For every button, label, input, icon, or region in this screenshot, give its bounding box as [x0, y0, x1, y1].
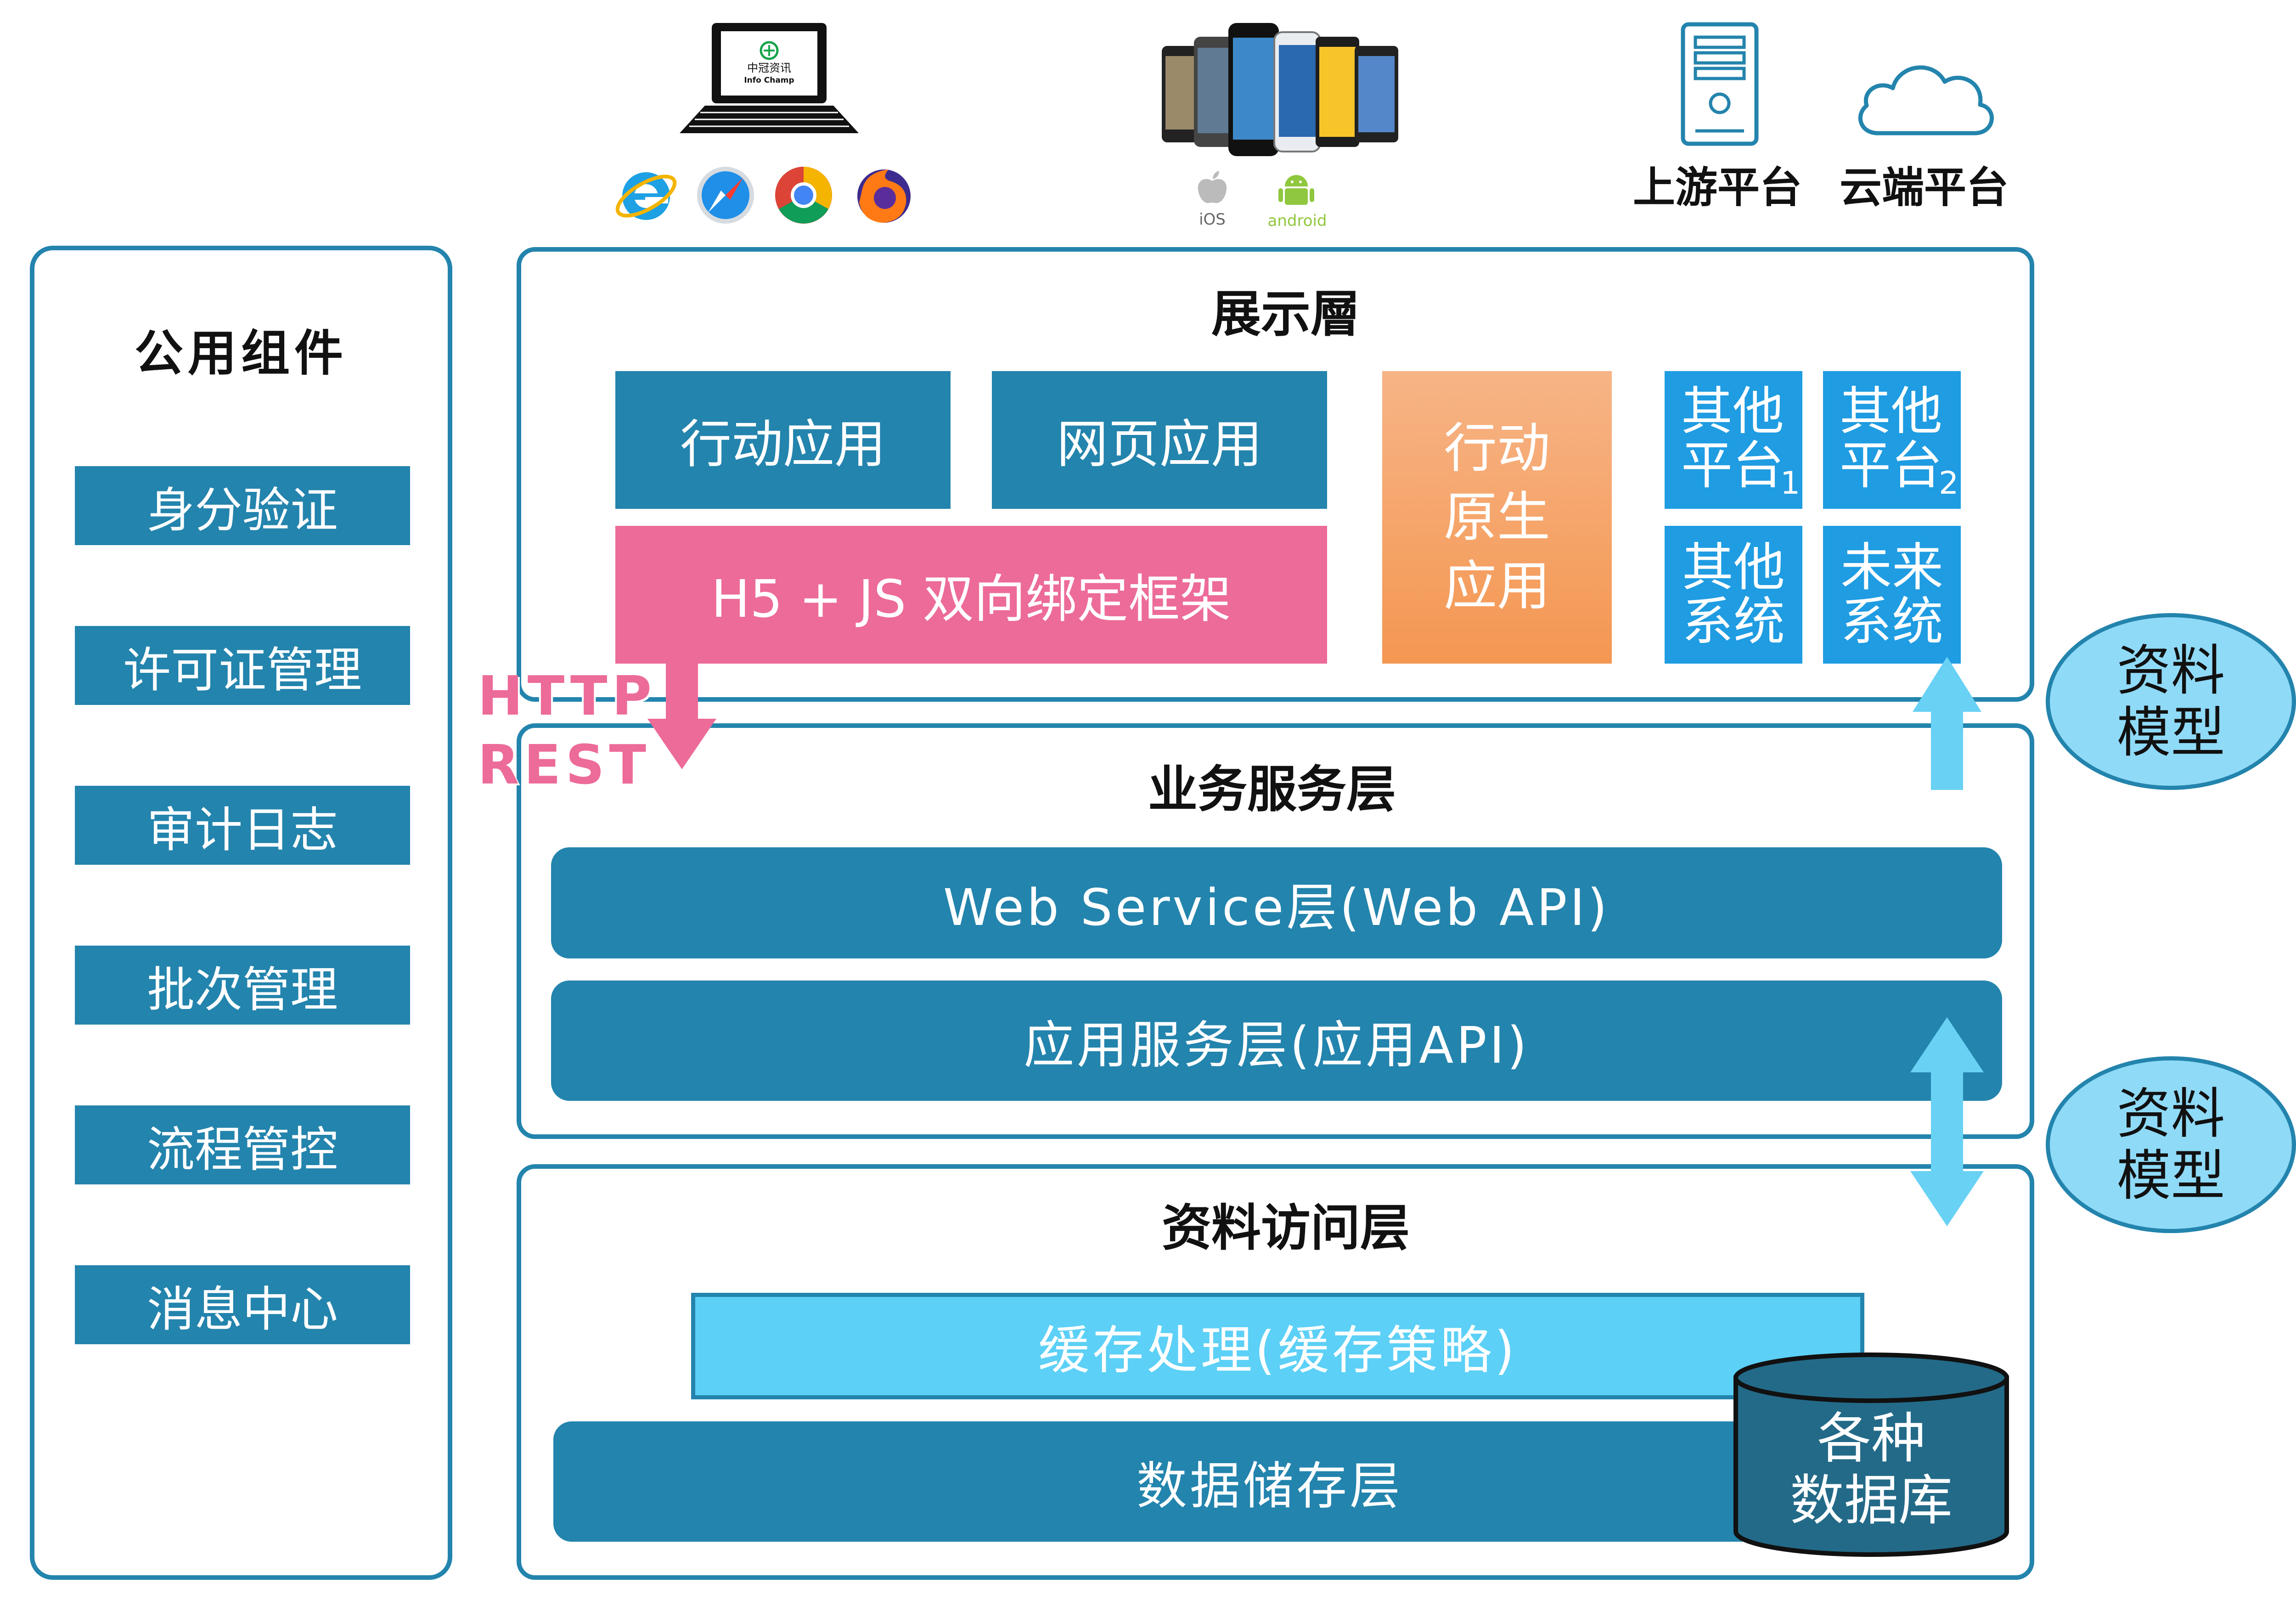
data-model-badge-2-line-2: 模型 [2116, 1144, 2225, 1207]
data-model-badge-2: 资料 模型 [2046, 1056, 2296, 1233]
message-center-item[interactable]: 消息中心 [75, 1265, 410, 1344]
http-down-arrow [647, 659, 716, 769]
database-label-line-2: 数据库 [1790, 1469, 1953, 1532]
data-access-layer-title: 资料访问层 [1161, 1200, 1410, 1257]
other-platform-2-subscript: 2 [1939, 465, 1959, 502]
database-label: 各种 数据库 [1731, 1401, 2011, 1538]
database-cylinder-icon: 各种 数据库 [1731, 1350, 2011, 1561]
android-icon [1276, 169, 1317, 210]
ie-browser-icon [613, 163, 677, 227]
future-system-box[interactable]: 未来 系统 [1823, 526, 1961, 664]
data-model-badge-2-line-1: 资料 [2116, 1082, 2225, 1145]
other-platform-1-line-2: 平台 [1681, 436, 1784, 496]
business-layer-title: 业务服务层 [1148, 761, 1396, 818]
chrome-browser-icon [771, 163, 836, 227]
protocol-label: HTTP REST [478, 661, 661, 808]
auth-item[interactable]: 身分验证 [75, 466, 410, 545]
other-platform-2-line-2: 平台 [1840, 436, 1942, 496]
protocol-line-1: HTTP [478, 664, 656, 727]
upstream-platform-label: 上游平台 [1632, 163, 1802, 212]
laptop-icon: 中冠资讯 Info Champ [677, 18, 861, 138]
laptop-screen-subtext: Info Champ [744, 76, 794, 85]
cache-layer-bar[interactable]: 缓存处理(缓存策略) [691, 1293, 1864, 1399]
native-app-line-1: 行动 [1444, 417, 1550, 479]
data-model-badge-1-line-2: 模型 [2116, 700, 2225, 764]
framework-box[interactable]: H5 + JS 双向绑定框架 [615, 526, 1327, 664]
future-system-line-2: 系统 [1840, 592, 1943, 652]
firefox-browser-icon [852, 163, 916, 227]
server-icon [1671, 21, 1768, 149]
ios-label: iOS [1199, 210, 1226, 229]
other-platform-1-subscript: 1 [1780, 465, 1801, 502]
apple-icon [1196, 170, 1228, 207]
license-management-item[interactable]: 许可证管理 [75, 626, 410, 705]
common-components-title: 公用组件 [135, 325, 348, 382]
future-system-line-1: 未来 [1840, 538, 1943, 597]
smartphones-icon [1157, 18, 1405, 161]
other-system-line-1: 其他 [1682, 538, 1785, 597]
other-system-line-2: 系统 [1682, 592, 1785, 652]
app-service-layer-bar[interactable]: 应用服务层(应用API) [551, 981, 2002, 1101]
android-label: android [1267, 211, 1327, 230]
native-app-line-2: 原生 [1444, 486, 1550, 548]
other-platform-2-box[interactable]: 其他 平台 2 [1823, 371, 1961, 509]
safari-browser-icon [693, 163, 758, 227]
native-app-box[interactable]: 行动 原生 应用 [1382, 371, 1612, 664]
up-arrow-model-1 [1913, 657, 1981, 790]
web-app-box[interactable]: 网页应用 [992, 371, 1327, 509]
audit-log-item[interactable]: 审计日志 [75, 786, 410, 865]
laptop-screen-text: 中冠资讯 [747, 61, 791, 74]
bidirectional-arrow-model-2 [1910, 1017, 1984, 1226]
web-service-layer-bar[interactable]: Web Service层(Web API) [551, 847, 2002, 958]
other-system-box[interactable]: 其他 系统 [1665, 526, 1802, 664]
other-platform-2-line-1: 其他 [1840, 382, 1942, 441]
mobile-app-box[interactable]: 行动应用 [615, 371, 951, 509]
presentation-layer-title: 展示層 [1211, 286, 1360, 343]
native-app-line-3: 应用 [1444, 555, 1550, 617]
other-platform-1-box[interactable]: 其他 平台 1 [1665, 371, 1802, 509]
protocol-line-2: REST [478, 733, 651, 796]
cloud-platform-label: 云端平台 [1839, 163, 2009, 212]
process-control-item[interactable]: 流程管控 [75, 1105, 410, 1184]
cloud-icon [1851, 46, 2002, 147]
data-model-badge-1-line-1: 资料 [2116, 638, 2225, 702]
batch-management-item[interactable]: 批次管理 [75, 946, 410, 1025]
other-platform-1-line-1: 其他 [1681, 382, 1784, 441]
common-components-panel: 公用组件 身分验证 许可证管理 审计日志 批次管理 流程管控 消息中心 [30, 246, 452, 1580]
data-model-badge-1: 资料 模型 [2046, 613, 2296, 790]
database-label-line-1: 各种 [1817, 1407, 1925, 1470]
